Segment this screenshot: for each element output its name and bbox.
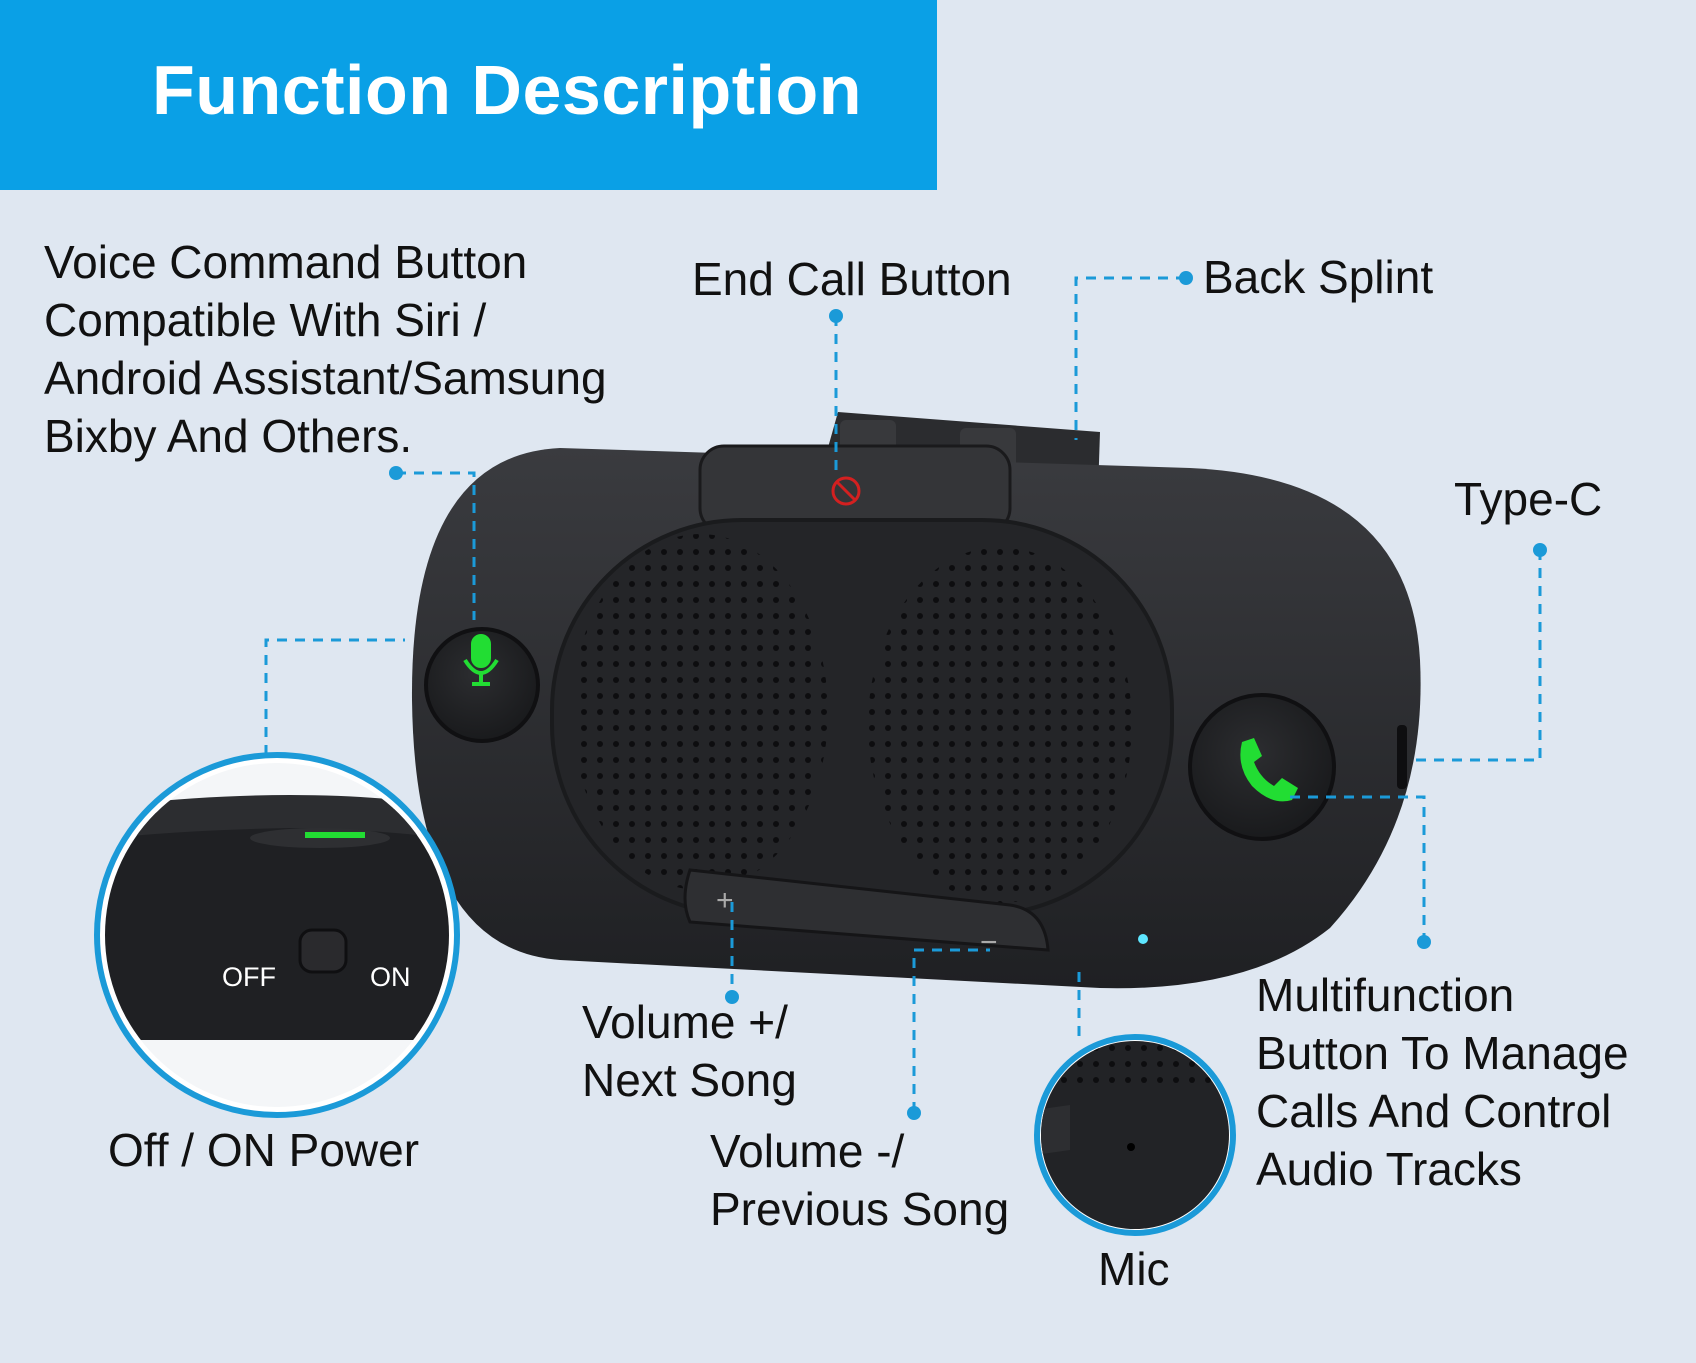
- callout-lines: [264, 276, 1542, 1112]
- multifunction-button: [1188, 693, 1336, 841]
- switch-on-label: ON: [370, 962, 411, 992]
- volume-up-label: Volume +/ Next Song: [582, 996, 797, 1106]
- speaker-grille: [550, 518, 1174, 917]
- power-switch-inset: [94, 752, 460, 1118]
- end-call-label: End Call Button: [692, 253, 1012, 305]
- microphone-icon: [463, 634, 499, 686]
- multifunction-label: Multifunction Button To Manage Calls And…: [1256, 969, 1629, 1195]
- minus-mark: −: [980, 926, 998, 959]
- power-switch: [298, 928, 348, 974]
- no-entry-icon: [831, 476, 861, 506]
- mic-inset: [1034, 1034, 1236, 1236]
- callout-dots: [389, 271, 1547, 1120]
- volume-bar: [683, 868, 1050, 952]
- mic-label: Mic: [1098, 1243, 1170, 1295]
- power-label: Off / ON Power: [108, 1124, 420, 1176]
- back-splint-label: Back Splint: [1203, 251, 1434, 303]
- phone-icon: [1240, 738, 1298, 802]
- mic-indicator: [1138, 934, 1148, 944]
- type-c-label: Type-C: [1454, 473, 1603, 525]
- plus-mark: +: [716, 884, 734, 917]
- page-title: Function Description: [152, 51, 862, 129]
- type-c-port: [1397, 725, 1407, 789]
- switch-off-label: OFF: [222, 962, 276, 992]
- title-banner: Function Description: [0, 0, 937, 190]
- volume-down-label: Volume -/ Previous Song: [710, 1125, 1010, 1235]
- voice-command-label: Voice Command Button Compatible With Sir…: [44, 236, 607, 462]
